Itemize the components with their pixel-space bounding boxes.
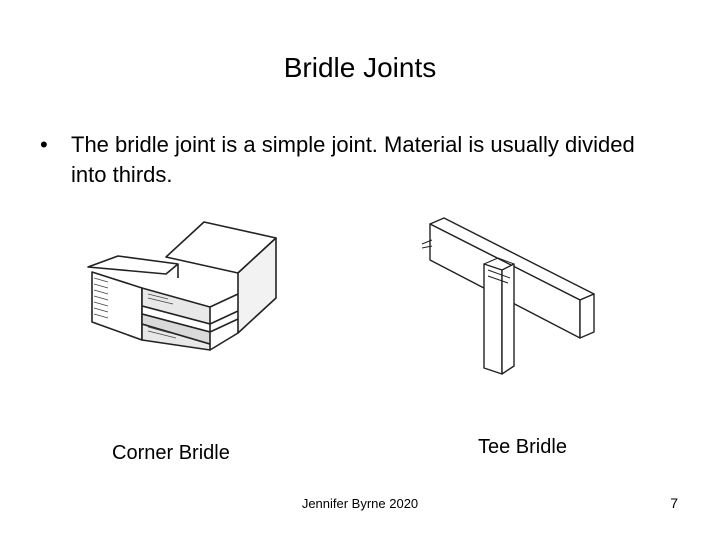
tee-bridle-caption: Tee Bridle	[478, 436, 567, 458]
slide-title: Bridle Joints	[283, 52, 437, 83]
bullet-marker: •	[40, 132, 48, 157]
bullet-item: • The bridle joint is a simple joint. Ma…	[40, 130, 660, 190]
corner-bridle-illustration	[87, 221, 277, 351]
bullet-text: The bridle joint is a simple joint. Mate…	[71, 132, 635, 187]
footer-author: Jennifer Byrne 2020	[301, 496, 419, 511]
tee-bridle-illustration	[421, 217, 595, 375]
page-number: 7	[670, 495, 678, 511]
corner-bridle-caption: Corner Bridle	[112, 442, 230, 464]
